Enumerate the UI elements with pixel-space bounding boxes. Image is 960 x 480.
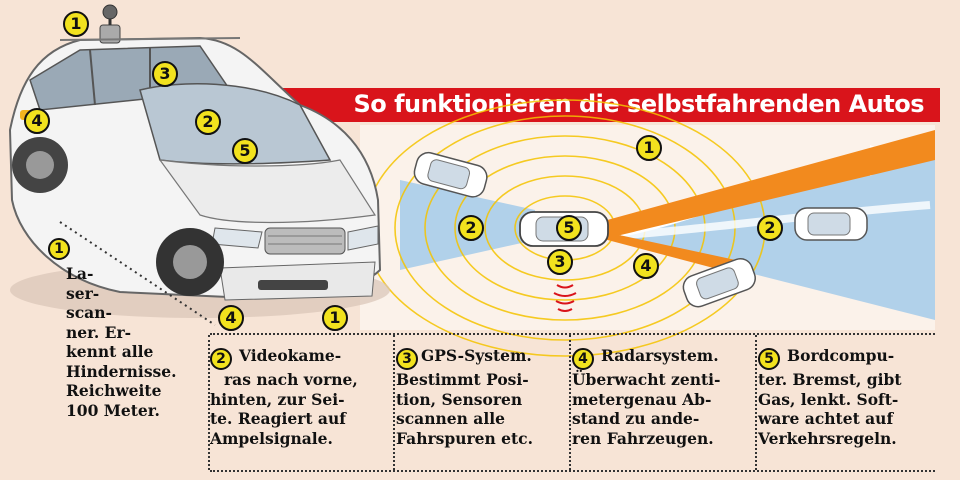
description-videocameras: 2 Videokame- ras nach vorne, hinten, zur … — [210, 346, 358, 448]
item-number: 1 — [48, 238, 70, 260]
separator-1 — [208, 335, 210, 470]
item-number: 4 — [572, 348, 594, 370]
badge-gps-windshield: 3 — [152, 61, 178, 87]
description-line: hinten, zur Sei- — [210, 389, 345, 409]
car-top-left — [413, 151, 488, 198]
description-line: Bestimmt Posi- — [396, 370, 529, 389]
title-banner: So funktionieren die selbstfahrenden Aut… — [240, 88, 940, 122]
description-line: ner. Er- — [66, 322, 132, 342]
badge-radar-bumper: 4 — [218, 305, 244, 331]
badge-diagram-radar: 4 — [633, 253, 659, 279]
badge-diagram-gps: 3 — [547, 249, 573, 275]
connector-line — [59, 221, 216, 326]
badge-camera-mirror: 2 — [195, 109, 221, 135]
description-line: metergenau Ab- — [572, 389, 712, 409]
description-line: Radarsystem. — [601, 346, 719, 365]
item-number: 5 — [758, 348, 780, 370]
description-computer: 5 Bordcompu- ter. Bremst, gibt Gas, lenkt… — [758, 346, 902, 448]
description-line: GPS-System. — [421, 346, 532, 365]
description-line: tion, Sensoren — [396, 389, 523, 409]
separator-4 — [755, 335, 757, 470]
badge-diagram-camera-left: 2 — [458, 215, 484, 241]
description-line: ware achtet auf — [758, 409, 894, 428]
item-number: 3 — [396, 348, 418, 370]
road-diagram — [360, 99, 935, 357]
badge-laser-roof: 1 — [63, 11, 89, 37]
description-line: ras nach vorne, — [224, 370, 358, 389]
description-line: La- — [66, 264, 94, 283]
description-line: Hindernisse. — [66, 361, 177, 381]
description-line: Reichweite — [66, 381, 162, 400]
badge-diagram-camera-right: 2 — [757, 215, 783, 241]
description-line: Videokame- — [239, 346, 342, 365]
badge-radar-side: 4 — [24, 108, 50, 134]
car-lower-right — [682, 258, 756, 308]
description-line: ser- — [66, 283, 100, 303]
badge-computer-dash: 5 — [232, 138, 258, 164]
description-line: scan- — [66, 303, 112, 322]
gps-signal — [553, 284, 577, 312]
separator-2 — [393, 335, 395, 470]
description-radar: 4 Radarsystem. Überwacht zenti- metergena… — [572, 346, 720, 448]
separator-bottom — [210, 470, 935, 472]
description-line: 100 Meter. — [66, 400, 160, 420]
laser-beam-forward — [600, 130, 935, 238]
badge-diagram-computer: 5 — [556, 215, 582, 241]
description-line: kennt alle — [66, 342, 154, 361]
page-title: So funktionieren die selbstfahrenden Aut… — [353, 90, 924, 118]
laser-beam-radar — [600, 232, 745, 275]
description-line: Bordcompu- — [787, 346, 895, 365]
description-line: Gas, lenkt. Soft- — [758, 389, 899, 409]
description-line: te. Reagiert auf — [210, 409, 346, 428]
description-line: Verkehrsregeln. — [758, 428, 897, 448]
separator-3 — [569, 335, 571, 470]
description-line: ren Fahrzeugen. — [572, 428, 714, 448]
item-number: 2 — [210, 348, 232, 370]
description-line: Ampelsignale. — [210, 428, 333, 448]
badge-laser-bumper: 1 — [322, 305, 348, 331]
car-right — [794, 207, 868, 241]
description-laserscanner: 1 La- ser- scan- ner. Er- kennt alle Hin… — [48, 236, 177, 420]
description-line: Fahrspuren etc. — [396, 428, 534, 448]
badge-diagram-laser: 1 — [636, 135, 662, 161]
description-line: ter. Bremst, gibt — [758, 370, 902, 389]
separator-top — [210, 333, 935, 335]
car-illustration — [8, 4, 390, 318]
description-line: scannen alle — [396, 409, 505, 428]
description-line: stand zu ande- — [572, 409, 700, 428]
description-line: Überwacht zenti- — [572, 370, 721, 389]
